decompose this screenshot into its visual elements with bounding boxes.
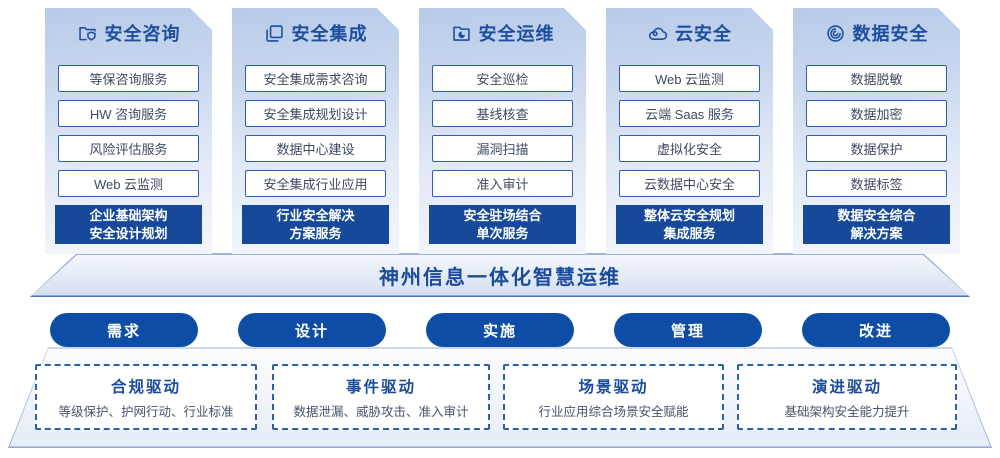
stacked-documents-icon — [264, 23, 285, 44]
service-item: 数据标签 — [806, 170, 947, 197]
service-item: 数据脱敏 — [806, 65, 947, 92]
service-item: 等保咨询服务 — [58, 65, 199, 92]
service-item: 安全集成需求咨询 — [245, 65, 386, 92]
service-item: 风险评估服务 — [58, 135, 199, 162]
banner-trapezoid: 神州信息一体化智慧运维 — [30, 253, 970, 297]
banner-surface: 神州信息一体化智慧运维 — [32, 255, 969, 296]
service-item: 虚拟化安全 — [619, 135, 760, 162]
service-item: 安全巡检 — [432, 65, 573, 92]
highlight-service: 行业安全解决 方案服务 — [242, 205, 389, 244]
service-column-security-integration: 安全集成 安全集成需求咨询 安全集成规划设计 数据中心建设 安全集成行业应用 行… — [232, 8, 399, 254]
service-item: 云端 Saas 服务 — [619, 100, 760, 127]
driver-title: 事件驱动 — [345, 378, 416, 396]
highlight-service: 数据安全综合 解决方案 — [803, 205, 950, 244]
banner-title: 神州信息一体化智慧运维 — [379, 266, 621, 289]
service-item: Web 云监测 — [619, 65, 760, 92]
service-item: 数据加密 — [806, 100, 947, 127]
service-item: 基线核查 — [432, 100, 573, 127]
service-column-security-operations: 安全运维 安全巡检 基线核查 漏洞扫描 准入审计 安全驻场结合 单次服务 — [419, 8, 586, 254]
service-item: 准入审计 — [432, 170, 573, 197]
column-title: 云安全 — [675, 24, 732, 44]
folder-clock-icon — [451, 23, 472, 44]
driver-title: 场景驱动 — [578, 378, 649, 396]
driver-box-compliance: 合规驱动 等级保护、护网行动、行业标准 — [35, 364, 257, 430]
column-title: 安全集成 — [291, 24, 368, 44]
driver-box-incident: 事件驱动 数据泄漏、威胁攻击、准入审计 — [272, 364, 490, 430]
column-header: 云安全 — [647, 22, 732, 44]
service-item: HW 咨询服务 — [58, 100, 199, 127]
driver-desc: 等级保护、护网行动、行业标准 — [58, 404, 234, 419]
highlight-service: 整体云安全规划 集成服务 — [616, 205, 763, 244]
folder-shield-icon — [77, 23, 98, 44]
driver-box-evolution: 演进驱动 基础架构安全能力提升 — [737, 364, 957, 430]
column-header: 安全集成 — [264, 22, 368, 44]
service-item: 云数据中心安全 — [619, 170, 760, 197]
service-item: 漏洞扫描 — [432, 135, 573, 162]
driver-desc: 数据泄漏、威胁攻击、准入审计 — [293, 404, 469, 419]
service-item: 数据中心建设 — [245, 135, 386, 162]
service-column-security-consulting: 安全咨询 等保咨询服务 HW 咨询服务 风险评估服务 Web 云监测 企业基础架… — [45, 8, 212, 254]
column-title: 安全咨询 — [104, 24, 181, 44]
column-title: 数据安全 — [852, 24, 929, 44]
process-step-design: 设计 — [238, 313, 386, 347]
driver-desc: 行业应用综合场景安全赋能 — [538, 404, 689, 419]
service-column-cloud-security: 云安全 Web 云监测 云端 Saas 服务 虚拟化安全 云数据中心安全 整体云… — [606, 8, 773, 254]
process-step-implement: 实施 — [426, 313, 574, 347]
process-step-manage: 管理 — [614, 313, 762, 347]
service-item: 数据保护 — [806, 135, 947, 162]
service-item: 安全集成规划设计 — [245, 100, 386, 127]
column-header: 数据安全 — [825, 22, 929, 44]
driver-title: 演进驱动 — [811, 378, 882, 396]
process-step-improve: 改进 — [802, 313, 950, 347]
process-step-requirement: 需求 — [50, 313, 198, 347]
driver-box-scenario: 场景驱动 行业应用综合场景安全赋能 — [503, 364, 724, 430]
highlight-service: 企业基础架构 安全设计规划 — [55, 205, 202, 244]
cloud-icon — [647, 23, 668, 44]
column-header: 安全咨询 — [77, 22, 181, 44]
service-column-data-security: 数据安全 数据脱敏 数据加密 数据保护 数据标签 数据安全综合 解决方案 — [793, 8, 960, 254]
service-item: Web 云监测 — [58, 170, 199, 197]
highlight-service: 安全驻场结合 单次服务 — [429, 205, 576, 244]
column-header: 安全运维 — [451, 22, 555, 44]
driver-desc: 基础架构安全能力提升 — [784, 404, 910, 419]
fingerprint-icon — [825, 23, 846, 44]
driver-title: 合规驱动 — [110, 378, 181, 396]
service-item: 安全集成行业应用 — [245, 170, 386, 197]
column-title: 安全运维 — [478, 24, 555, 44]
